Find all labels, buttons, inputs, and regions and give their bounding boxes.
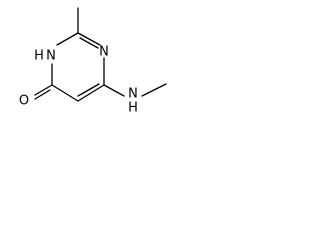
atom-oxygen-label: O <box>19 94 29 109</box>
atom-n3-label: N <box>99 45 109 60</box>
bond-c4-c5-second <box>77 83 100 97</box>
bond-c2-n3 <box>77 32 101 46</box>
bond-c6-o-second <box>34 89 51 100</box>
atom-labels: N H N O N H <box>19 45 138 116</box>
atom-amine-nitrogen-label: N <box>128 87 138 102</box>
chemical-structure: N H N O N H <box>19 7 167 116</box>
bond-c4-amine <box>103 84 125 97</box>
bond-c2-n3-second <box>79 37 99 49</box>
bond-c6-o <box>34 84 53 96</box>
atom-n1-label: N <box>46 49 56 64</box>
atom-amine-hydrogen-label: H <box>128 101 138 116</box>
bonds <box>34 7 167 102</box>
bond-c4-c5 <box>77 84 105 102</box>
bond-amine-methyl <box>141 83 167 97</box>
bond-c5-c6 <box>51 84 79 102</box>
atom-n1-hydrogen-label: H <box>34 49 44 64</box>
bond-n1-c2 <box>56 32 79 46</box>
